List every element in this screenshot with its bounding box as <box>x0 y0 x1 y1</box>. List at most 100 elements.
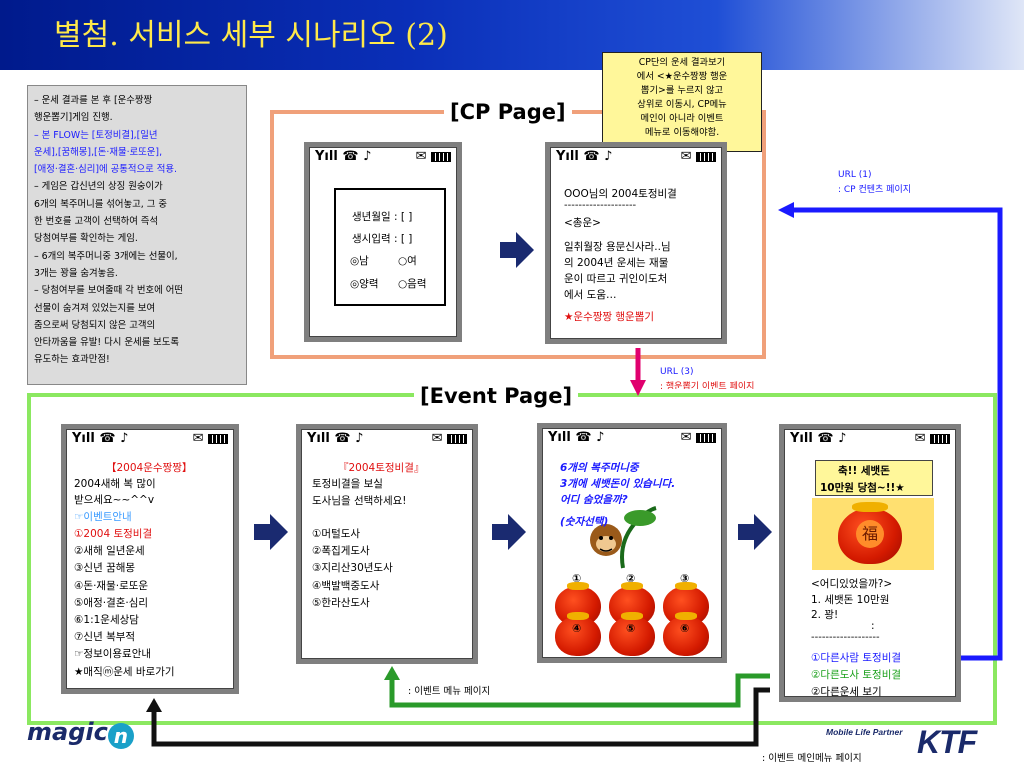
note-line: 6개의 복주머니를 섞어놓고, 그 중 <box>34 198 167 210</box>
battery-icon <box>696 151 716 162</box>
phone-event-menu: Yıll ☎ ♪ ✉ <box>296 424 478 664</box>
battery-icon <box>431 151 451 162</box>
other-fortune-link[interactable]: ②다른운세 보기 <box>811 686 882 698</box>
menu-item[interactable]: ★매직ⓜ운세 바로가기 <box>74 665 175 678</box>
phone-icon: ☎ <box>575 430 592 445</box>
game-text-2: 3개에 세뱃돈이 있습니다. <box>560 478 676 490</box>
win-banner-line-2: 10만원 당첨~!!★ <box>820 482 905 494</box>
callout-line: 메인이 아니라 이벤트 <box>640 113 724 124</box>
lucky-bag[interactable] <box>663 616 709 656</box>
callout-line: CP단의 운세 결과보기 <box>638 57 726 68</box>
ktf-logo: KTF <box>917 724 977 760</box>
menu-item[interactable]: ②폭집게도사 <box>312 545 370 558</box>
game-text-3: 어디 숨었을까? <box>560 494 628 506</box>
menu-item[interactable]: ①머털도사 <box>312 528 361 540</box>
menu-item[interactable]: ⑤한라산도사 <box>312 596 370 609</box>
event-guide-link[interactable]: ☞이벤트안내 <box>74 511 132 523</box>
note-line: – 운세 결과를 본 후 [운수짱짱 <box>34 95 153 106</box>
lucky-bag-number[interactable]: ⑥ <box>680 622 690 635</box>
birth-time-field[interactable]: 생시입력 : [ ] <box>352 233 413 245</box>
flow-line-to-cp-page <box>790 207 1003 661</box>
event-main-greeting-2: 받으세요~~^^v <box>74 494 155 506</box>
menu-item[interactable]: ④백발백중도사 <box>312 579 380 592</box>
mail-icon: ✉ <box>680 430 692 445</box>
result-text-1: 일취월장 용문신사라..님 <box>564 241 671 253</box>
phone-icon: ☎ <box>817 431 834 446</box>
other-teller-link[interactable]: ②다른도사 토정비결 <box>811 669 902 681</box>
note-line: – 게임은 갑신년의 상징 원숭이가 <box>34 181 163 193</box>
mail-icon: ✉ <box>431 431 443 446</box>
result-text-4: 에서 도움… <box>564 289 617 301</box>
lucky-bag-number[interactable]: ① <box>572 572 582 585</box>
note-line: 선물이 숨겨져 있었는지를 보여 <box>34 302 156 314</box>
lucky-bag-knot <box>675 612 697 620</box>
calendar-lunar-radio[interactable]: ○음력 <box>398 278 427 290</box>
win-banner-line-1: 축!! 세뱃돈 <box>838 465 890 477</box>
music-icon: ♪ <box>596 430 605 445</box>
signal-icon: Yıll <box>315 149 338 164</box>
signal-icon: Yıll <box>72 431 95 446</box>
battery-icon <box>447 433 467 444</box>
result-divider: -------------------- <box>564 200 637 211</box>
event-main-title: 【2004운수짱짱】 <box>106 462 193 474</box>
lucky-draw-link[interactable]: ★운수짱짱 행운뽑기 <box>564 311 655 323</box>
menu-item[interactable]: ④돈·재물·로또운 <box>74 579 149 592</box>
phone-event-main: Yıll ☎ ♪ ✉ <box>61 424 239 694</box>
phone-icon: ☎ <box>342 149 359 164</box>
lucky-bag-number[interactable]: ⑤ <box>626 622 636 635</box>
title-bar <box>0 0 1024 70</box>
battery-icon <box>930 433 950 444</box>
signal-icon: Yıll <box>790 431 813 446</box>
note-line: – 당첨여부를 보여줄때 각 번호에 어떤 <box>34 285 183 297</box>
flow-line-to-event-main <box>151 687 770 747</box>
phone-cp-input: Yıll ☎ ♪ ✉ <box>304 142 462 342</box>
result-section: <총운> <box>564 217 601 229</box>
result-title: OOO님의 2004토정비결 <box>564 188 677 200</box>
signal-icon: Yıll <box>307 431 330 446</box>
game-text-4: (숫자선택) <box>560 516 609 528</box>
menu-item[interactable]: ⑥1:1운세상담 <box>74 614 139 626</box>
arrow-ev3-to-ev4 <box>738 514 772 550</box>
birth-input-box <box>334 188 446 306</box>
magic-n-letter: n <box>107 722 134 749</box>
magic-logo-text: magic <box>27 718 108 746</box>
signal-icon: Yıll <box>548 430 571 445</box>
lucky-bag-knot <box>567 612 589 620</box>
other-person-link[interactable]: ①다른사람 토정비결 <box>811 652 902 664</box>
lucky-bag-number[interactable]: ④ <box>572 622 582 635</box>
gender-female-radio[interactable]: ○여 <box>398 255 417 267</box>
lucky-bag[interactable] <box>609 616 655 656</box>
win-banner <box>815 460 933 496</box>
battery-icon <box>696 432 716 443</box>
menu-item[interactable]: ③신년 꿈해몽 <box>74 562 136 575</box>
lucky-bag-knot <box>621 582 643 590</box>
event-page-label: [Event Page] <box>414 384 579 408</box>
menu-item[interactable]: ②새해 일년운세 <box>74 545 145 558</box>
note-line: – 본 FLOW는 [토정비결],[일년 <box>34 129 158 141</box>
arrow-to-event-page <box>630 380 646 396</box>
tojeong-instruction-2: 도사님을 선택하세요! <box>312 495 407 507</box>
music-icon: ♪ <box>604 149 613 164</box>
menu-item[interactable]: ③지리산30년도사 <box>312 562 393 575</box>
gender-male-radio[interactable]: ◎남 <box>350 255 369 267</box>
result-prize-1: 1. 세뱃돈 10만원 <box>811 594 890 606</box>
note-line: 유도하는 효과만점! <box>34 354 110 366</box>
lucky-bag[interactable] <box>555 616 601 656</box>
url3-title: URL (3) <box>660 367 694 377</box>
win-bag-knot <box>852 502 888 512</box>
birth-date-field[interactable]: 생년월일 : [ ] <box>352 211 413 223</box>
calendar-solar-radio[interactable]: ◎양력 <box>350 278 379 290</box>
page-title: 별첨. 서비스 세부 시나리오 (2) <box>54 18 448 53</box>
menu-item[interactable]: ⑤애정·결혼·심리 <box>74 596 149 609</box>
menu-item[interactable]: ⑦신년 복부적 <box>74 631 136 644</box>
lucky-bag-number[interactable]: ③ <box>680 572 690 585</box>
menu-item[interactable]: ☞정보이용료안내 <box>74 648 152 661</box>
url1-desc: : CP 컨텐츠 페이지 <box>838 185 912 195</box>
lucky-bag-knot <box>675 582 697 590</box>
menu-item[interactable]: ①2004 토정비결 <box>74 528 153 540</box>
lucky-bag-number[interactable]: ② <box>626 572 636 585</box>
mail-icon: ✉ <box>415 149 427 164</box>
game-text-1: 6개의 복주머니중 <box>560 462 639 474</box>
arrow-to-event-menu <box>384 666 400 680</box>
